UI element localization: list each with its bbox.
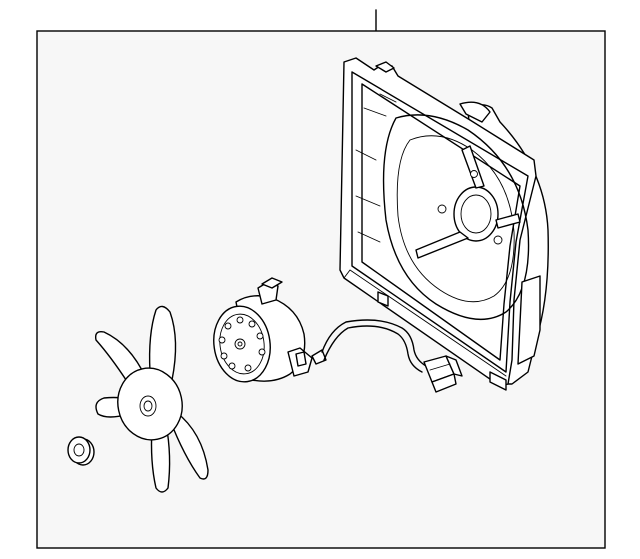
nut-icon xyxy=(67,436,95,466)
fan-blade-icon xyxy=(94,305,209,493)
connector-icon xyxy=(321,319,463,393)
fan-shroud-icon xyxy=(339,57,549,391)
motor-icon xyxy=(213,277,327,383)
